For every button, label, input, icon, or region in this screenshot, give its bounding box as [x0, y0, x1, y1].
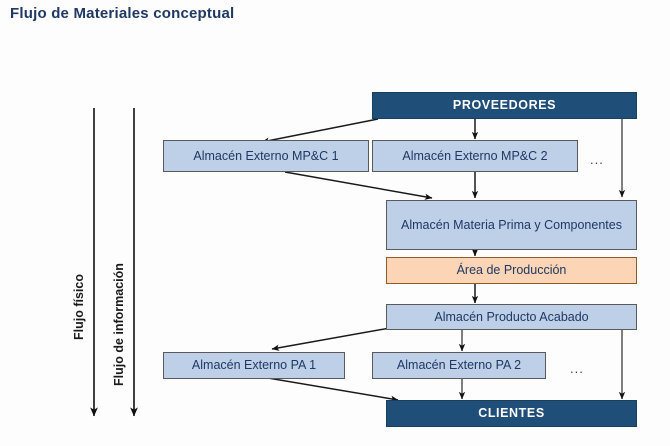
edge-mpc1-to-materia-prima — [284, 171, 433, 200]
edge-producto-acabado-to-pa1 — [271, 327, 391, 351]
node-almacen-materia-prima[interactable]: Almacén Materia Prima y Componentes — [386, 200, 637, 250]
node-area-produccion[interactable]: Área de Producción — [386, 257, 637, 284]
ellipsis-mpc-more: ... — [590, 152, 604, 167]
node-almacen-externo-mpc-2[interactable]: Almacén Externo MP&C 2 — [372, 140, 578, 172]
node-clientes[interactable]: CLIENTES — [386, 400, 637, 427]
page-title: Flujo de Materiales conceptual — [10, 5, 235, 22]
node-proveedores[interactable]: PROVEEDORES — [372, 92, 637, 119]
edge-proveedores-to-mpc1 — [261, 118, 379, 144]
flow-label-informacion: Flujo de información — [112, 263, 126, 386]
node-almacen-producto-acabado[interactable]: Almacén Producto Acabado — [386, 304, 637, 330]
node-almacen-externo-pa-1[interactable]: Almacén Externo PA 1 — [163, 352, 345, 379]
ellipsis-pa-more: ... — [570, 361, 584, 376]
node-almacen-externo-mpc-1[interactable]: Almacén Externo MP&C 1 — [163, 140, 369, 172]
edge-pa1-to-clientes — [261, 376, 399, 402]
node-almacen-externo-pa-2[interactable]: Almacén Externo PA 2 — [372, 352, 546, 379]
flow-label-fisico: Flujo físico — [72, 274, 86, 340]
